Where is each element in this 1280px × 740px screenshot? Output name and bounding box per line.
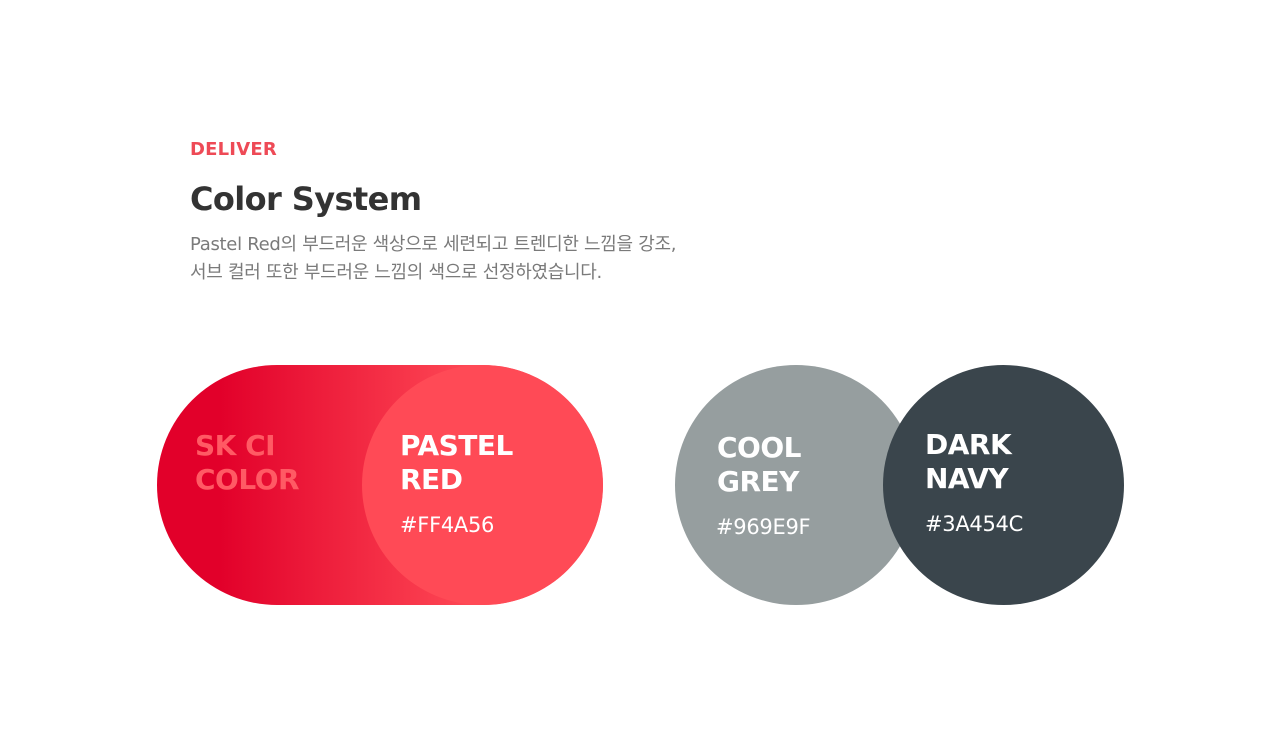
sk-ci-label-line-1: SK CI: [195, 429, 276, 462]
dark-navy-swatch: DARK NAVY #3A454C: [883, 365, 1124, 605]
dark-navy-label-line-1: DARK: [925, 428, 1012, 461]
red-color-pill: SK CI COLOR PASTEL RED #FF4A56: [157, 365, 603, 605]
pastel-red-label-line-2: RED: [400, 463, 463, 496]
cool-grey-label-line-2: GREY: [717, 465, 799, 498]
dark-navy-label: DARK NAVY: [925, 428, 1012, 496]
cool-grey-swatch: COOL GREY #969E9F: [675, 365, 917, 605]
dark-navy-label-line-2: NAVY: [925, 462, 1009, 495]
description-line-2: 서브 컬러 또한 부드러운 느낌의 색으로 선정하였습니다.: [190, 262, 602, 283]
pastel-red-label-line-1: PASTEL: [400, 429, 513, 462]
sk-ci-color-label: SK CI COLOR: [195, 429, 300, 497]
description: Pastel Red의 부드러운 색상으로 세련되고 트렌디한 느낌을 강조, …: [190, 231, 750, 287]
pastel-red-swatch: [362, 365, 603, 605]
sk-ci-label-line-2: COLOR: [195, 463, 300, 496]
pastel-red-hex: #FF4A56: [400, 513, 495, 537]
pastel-red-label: PASTEL RED: [400, 429, 513, 497]
dark-navy-hex: #3A454C: [925, 512, 1023, 536]
section-eyebrow: DELIVER: [190, 139, 277, 160]
cool-grey-hex: #969E9F: [716, 515, 811, 539]
cool-grey-label: COOL GREY: [717, 431, 802, 499]
page-title: Color System: [190, 180, 422, 218]
description-line-1: Pastel Red의 부드러운 색상으로 세련되고 트렌디한 느낌을 강조,: [190, 234, 677, 255]
cool-grey-label-line-1: COOL: [717, 431, 802, 464]
